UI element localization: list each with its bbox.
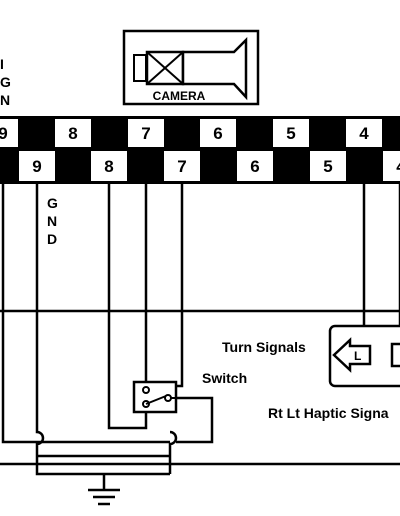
bottom-pin-8: 8 bbox=[104, 157, 113, 176]
right-arrow-icon bbox=[390, 342, 400, 368]
turn-left-letter: L bbox=[354, 349, 361, 363]
top-pin-cell-9 bbox=[0, 119, 18, 147]
wire-pin8-switch bbox=[107, 181, 148, 430]
top-pin-cell-5 bbox=[273, 119, 309, 147]
top-pin-5: 5 bbox=[286, 124, 295, 143]
bottom-pin-cell-6 bbox=[237, 151, 273, 181]
camera-label: CAMERA bbox=[153, 89, 206, 103]
wire-switch-loop bbox=[176, 396, 214, 444]
switch-component bbox=[132, 380, 178, 414]
top-pin-8: 8 bbox=[68, 124, 77, 143]
left-arrow-icon bbox=[332, 337, 372, 373]
wire-pin7bottom bbox=[146, 181, 184, 388]
bottom-pin-9: 9 bbox=[32, 157, 41, 176]
gnd-letter-g: G bbox=[47, 195, 58, 211]
bottom-pin-cell-5 bbox=[310, 151, 346, 181]
haptic-label: Rt Lt Haptic Signa bbox=[268, 405, 389, 421]
top-pin-6: 6 bbox=[213, 124, 222, 143]
bottom-pin-4: 4 bbox=[396, 157, 400, 176]
connector-strip: 9 8 7 6 5 4 9 8 7 6 5 4 bbox=[0, 116, 400, 184]
top-pin-cell-4 bbox=[346, 119, 382, 147]
partial-letter-3: N bbox=[0, 92, 10, 108]
top-pin-cell-8 bbox=[55, 119, 91, 147]
top-pin-4: 4 bbox=[359, 124, 369, 143]
turn-signal-module: L bbox=[328, 324, 400, 388]
top-pin-7: 7 bbox=[141, 124, 150, 143]
partial-letter-2: G bbox=[0, 74, 11, 90]
bottom-pin-7: 7 bbox=[177, 157, 186, 176]
turn-signals-label: Turn Signals bbox=[222, 339, 306, 355]
bottom-pin-6: 6 bbox=[250, 157, 259, 176]
bottom-pin-cell-7 bbox=[164, 151, 200, 181]
camera-icon bbox=[133, 36, 248, 101]
wire-right-hook bbox=[168, 430, 178, 474]
partial-letter-1: I bbox=[0, 56, 4, 72]
top-pin-cell-6 bbox=[200, 119, 236, 147]
bottom-pin-cell-4 bbox=[383, 151, 400, 181]
top-pin-cell-7 bbox=[128, 119, 164, 147]
wire-gnd bbox=[35, 181, 170, 476]
bottom-pin-5: 5 bbox=[323, 157, 332, 176]
switch-label: Switch bbox=[202, 370, 247, 386]
ground-icon bbox=[88, 474, 120, 506]
gnd-letter-n: N bbox=[47, 213, 57, 229]
wire-left-outer bbox=[1, 184, 33, 444]
gnd-letter-d: D bbox=[47, 231, 57, 247]
bottom-pin-cell-9 bbox=[19, 151, 55, 181]
top-pin-9: 9 bbox=[0, 124, 8, 143]
camera-module: CAMERA bbox=[122, 29, 260, 106]
bottom-pin-cell-8 bbox=[91, 151, 127, 181]
